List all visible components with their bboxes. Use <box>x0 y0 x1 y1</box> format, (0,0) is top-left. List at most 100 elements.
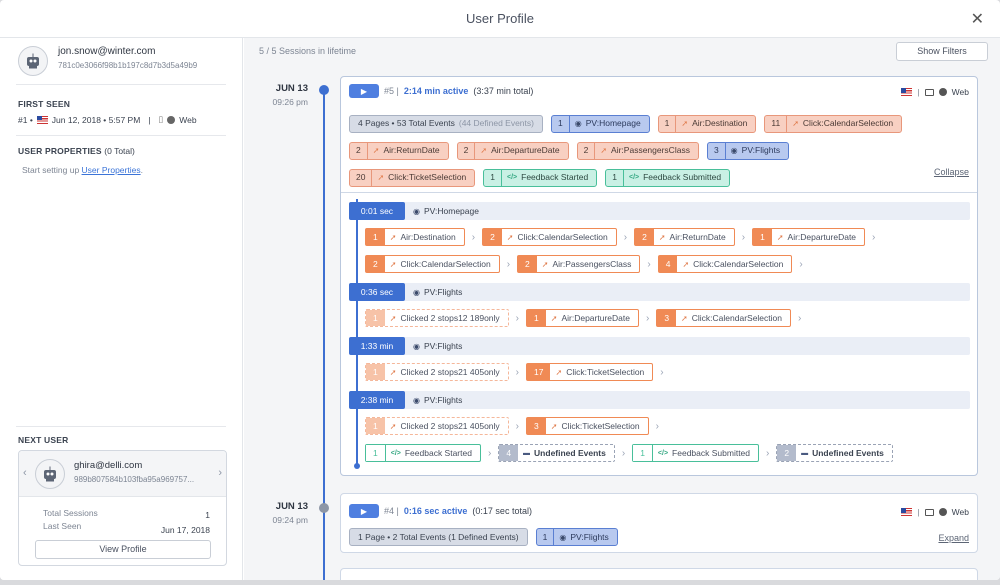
event-summary-chip[interactable]: 3◉PV:Flights <box>706 141 790 160</box>
user-properties-heading: USER PROPERTIES (0 Total) <box>18 146 135 156</box>
event-chip-label: ➚Click:TicketSelection <box>550 364 652 380</box>
event-row: 1➚Clicked 2 stops21 405only › 3➚Click:Tick… <box>365 417 666 435</box>
event-chip-label: ➚Click:TicketSelection <box>372 170 474 186</box>
summary-chip[interactable]: 4 Pages • 53 Total Events(44 Defined Eve… <box>349 114 543 133</box>
event-chip[interactable]: 1➚Air:DepartureDate <box>526 309 639 327</box>
show-filters-button[interactable]: Show Filters <box>896 42 988 61</box>
collapse-link[interactable]: Collapse <box>933 167 969 177</box>
first-seen-label: FIRST SEEN <box>18 99 71 109</box>
event-count: 2 <box>578 142 596 159</box>
eye-icon: ◉ <box>730 146 738 156</box>
event-chip[interactable]: 2➚Air:PassengersClass <box>517 255 641 273</box>
event-chip[interactable]: 2▬Undefined Events <box>776 444 893 462</box>
chevron-right-icon: › <box>621 447 626 459</box>
event-summary-chip[interactable]: 1</>Feedback Started <box>483 168 598 187</box>
pageview-label: PV:Flights <box>423 395 463 405</box>
timeline-dot <box>319 503 329 513</box>
first-seen-datetime: Jun 12, 2018 • 5:57 PM <box>51 114 141 125</box>
event-chip[interactable]: 2➚Click:CalendarSelection <box>365 255 500 273</box>
session-time: 09:26 pm <box>272 97 308 107</box>
event-count: 1 <box>659 115 677 132</box>
event-name: Click:CalendarSelection <box>691 313 782 323</box>
event-summary-chip[interactable]: 1➚Air:Destination <box>657 114 757 133</box>
expand-link[interactable]: Expand <box>938 533 969 543</box>
event-chip[interactable]: 4➚Click:CalendarSelection <box>657 255 793 273</box>
event-name: Air:PassengersClass <box>611 145 690 156</box>
eye-icon: ◉ <box>559 532 567 542</box>
event-summary-chip[interactable]: 2➚Air:PassengersClass <box>576 141 699 160</box>
cursor-icon: ➚ <box>389 232 397 242</box>
event-chip[interactable]: 1➚Clicked 2 stops21 405only <box>365 363 509 381</box>
event-chip[interactable]: 3➚Click:CalendarSelection <box>656 309 791 327</box>
event-summary-chip[interactable]: 2➚Air:DepartureDate <box>456 141 569 160</box>
event-name: Air:DepartureDate <box>561 313 630 323</box>
pageview-bar: 0:36 sec◉PV:Flights <box>349 283 970 301</box>
event-chip[interactable]: 2➚Air:ReturnDate <box>634 228 735 246</box>
event-chip-label: ➚Air:PassengersClass <box>595 143 698 159</box>
event-name: Click:TicketSelection <box>388 172 467 183</box>
event-chip[interactable]: 4▬Undefined Events <box>498 444 615 462</box>
event-chip[interactable]: 1➚Air:Destination <box>365 228 465 246</box>
pageview-time: 0:01 sec <box>349 202 405 220</box>
robot-avatar-icon <box>18 46 48 76</box>
chevron-left-icon[interactable]: ‹ <box>23 467 27 479</box>
next-user-email: ghira@delli.com <box>74 460 143 471</box>
chevron-right-icon: › <box>515 366 520 378</box>
code-icon: </> <box>657 449 669 457</box>
pageview-name: ◉PV:Flights <box>413 395 462 405</box>
eye-icon: ◉ <box>413 396 420 405</box>
pageview-time: 1:33 min <box>349 337 405 355</box>
summary-chip[interactable]: 1 Page • 2 Total Events (1 Defined Event… <box>349 528 528 546</box>
play-icon[interactable]: ▶ <box>349 84 379 98</box>
event-chip-label: ➚Air:ReturnDate <box>368 143 448 159</box>
event-chip-label: ➚Clicked 2 stops12 189only <box>385 310 508 326</box>
event-name: Feedback Submitted <box>672 448 751 458</box>
event-summary-chip[interactable]: 1◉PV:Flights <box>535 528 618 546</box>
session-date-block: JUN 13 09:26 pm <box>254 83 308 107</box>
event-chip-label: </>Feedback Started <box>502 170 596 186</box>
cursor-icon: ➚ <box>480 146 488 156</box>
event-count: 17 <box>527 364 551 380</box>
robot-avatar-icon <box>35 459 65 489</box>
cursor-icon: ➚ <box>776 232 784 242</box>
event-count: 1 <box>537 529 555 545</box>
event-chip[interactable]: 1➚Air:DepartureDate <box>752 228 866 246</box>
user-email: jon.snow@winter.com <box>58 46 156 57</box>
event-count: 1 <box>366 418 385 434</box>
event-count: 1 <box>633 445 653 461</box>
event-count: 1 <box>366 445 386 461</box>
event-chip[interactable]: 1➚Clicked 2 stops21 405only <box>365 417 509 435</box>
event-summary-chip[interactable]: 1</>Feedback Submitted <box>605 168 731 187</box>
chevron-right-icon: › <box>515 420 520 432</box>
close-icon[interactable]: ✕ <box>970 11 984 28</box>
event-summary-chip[interactable]: 2➚Air:ReturnDate <box>349 141 449 160</box>
next-user-card[interactable]: ‹ › ghira@delli.com 989b807584b103fba95a… <box>18 450 227 566</box>
timeline-line <box>323 90 325 580</box>
chevron-right-icon[interactable]: › <box>218 467 222 479</box>
total-sessions-value: 1 <box>205 510 210 520</box>
event-chip[interactable]: 3➚Click:TicketSelection <box>526 417 649 435</box>
chevron-right-icon: › <box>741 231 746 243</box>
us-flag-icon <box>901 508 913 516</box>
event-chip[interactable]: 1</>Feedback Started <box>365 444 481 462</box>
event-summary-chip[interactable]: 20➚Click:TicketSelection <box>349 168 476 187</box>
event-summary-chip[interactable]: 1◉PV:Homepage <box>550 114 650 133</box>
chevron-right-icon: › <box>798 312 802 324</box>
event-chip[interactable]: 1➚Clicked 2 stops12 189only <box>365 309 509 327</box>
event-chip-label: ➚Click:CalendarSelection <box>677 256 791 272</box>
event-count: 1 <box>366 229 385 245</box>
cursor-icon: ➚ <box>506 232 514 242</box>
event-summary-chip[interactable]: 11➚Click:CalendarSelection <box>764 114 903 133</box>
user-properties-prefix: Start setting up <box>22 165 82 175</box>
pageview-name: ◉PV:Flights <box>413 341 462 351</box>
cursor-icon: ➚ <box>600 146 608 156</box>
event-chip[interactable]: 2➚Click:CalendarSelection <box>482 228 617 246</box>
chrome-icon <box>938 508 947 516</box>
session-total-time: (3:37 min total) <box>473 86 534 96</box>
event-count: 1 <box>753 229 772 245</box>
play-icon[interactable]: ▶ <box>349 504 379 518</box>
event-chip[interactable]: 1 </>Feedback Submitted <box>632 444 760 462</box>
user-properties-link[interactable]: User Properties <box>81 165 141 175</box>
view-profile-button[interactable]: View Profile <box>35 540 211 559</box>
event-chip[interactable]: 17➚Click:TicketSelection <box>526 363 654 381</box>
